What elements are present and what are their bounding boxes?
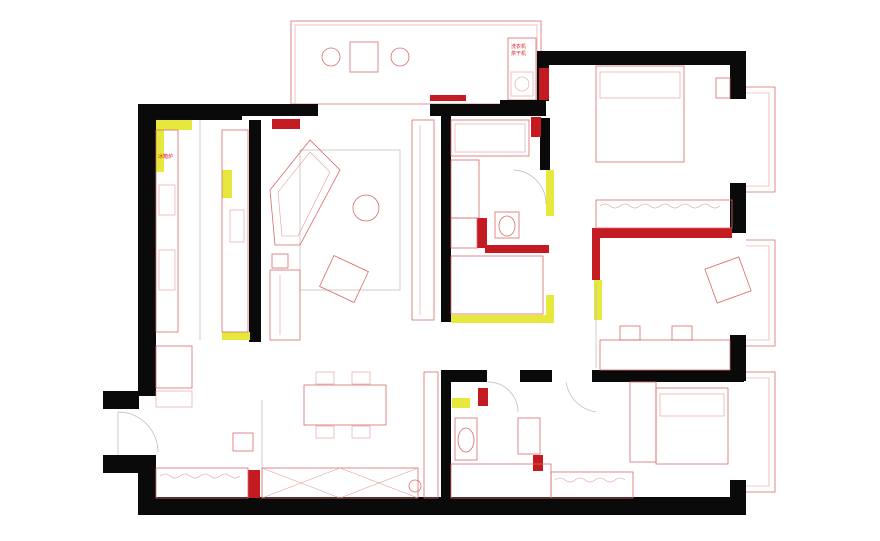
- bedroom-1: [595, 65, 776, 229]
- bedroom-2: [595, 239, 776, 371]
- labels: 洗衣机 烘干机 燃气热水 冰箱炉: [158, 43, 526, 160]
- kitchen: [155, 120, 249, 408]
- dryer-label: 烘干机: [511, 50, 526, 57]
- walls: [103, 51, 746, 515]
- dining: [232, 371, 439, 499]
- entrance-door: [117, 411, 159, 455]
- fridge-label: 冰箱炉: [158, 153, 173, 160]
- balcony: [290, 20, 542, 105]
- washer-label: 洗衣机: [511, 43, 526, 50]
- living-room: [269, 119, 435, 341]
- upper-bathroom: [450, 119, 547, 315]
- bedroom-3: [550, 371, 776, 499]
- red-accents: [248, 68, 732, 498]
- water-heater-label: 燃气热水: [440, 95, 460, 102]
- bottom-storage: [155, 467, 419, 499]
- yellow-accents: [156, 120, 602, 408]
